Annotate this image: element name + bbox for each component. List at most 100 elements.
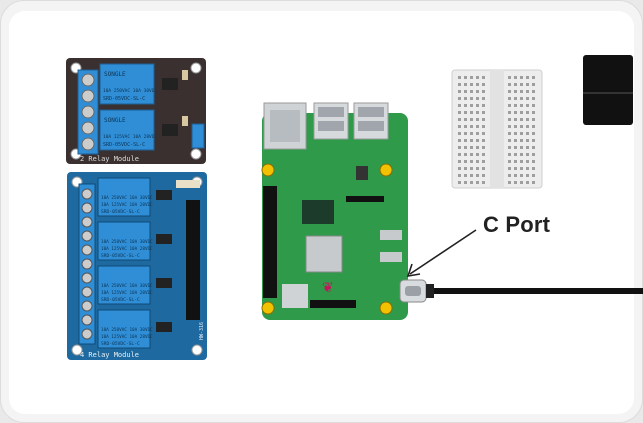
relay-model: SRD-05VDC-SL-C [101,297,140,303]
breadboard-hole [520,104,523,107]
breadboard-hole [470,146,473,149]
breadboard-hole [514,181,517,184]
mini-breadboard [451,69,543,189]
breadboard-hole [470,76,473,79]
breadboard-hole [532,104,535,107]
breadboard-hole [526,167,529,170]
relay-2ch-2: SONGLE 10A 125VAC 10A 28VDC SRD-05VDC-SL… [99,109,157,151]
breadboard-hole [482,139,485,142]
relay-rating: 10A 125VAC 10A 28VDC [101,290,153,296]
breadboard-hole [508,90,511,93]
breadboard-hole [476,146,479,149]
breadboard-hole [464,139,467,142]
breadboard-hole [526,139,529,142]
breadboard-hole [514,146,517,149]
breadboard-hole [482,181,485,184]
relay-4ch-3: 10A 250VAC 10A 30VDC 10A 125VAC 10A 28VD… [97,265,153,305]
breadboard-hole [464,76,467,79]
relay-2ch-1: SONGLE 10A 250VAC 10A 30VDC SRD-05VDC-SL… [99,63,157,105]
breadboard-hole [520,174,523,177]
breadboard-hole [520,76,523,79]
breadboard-hole [520,160,523,163]
breadboard-hole [464,97,467,100]
breadboard-hole [458,76,461,79]
relay-4ch-side-code: HW-316 [199,322,205,340]
breadboard-hole [464,181,467,184]
breadboard-hole [508,104,511,107]
breadboard-hole [532,76,535,79]
breadboard-hole [470,118,473,121]
relay-rating: 10A 250VAC 10A 30VDC [101,283,153,289]
breadboard-hole [532,167,535,170]
breadboard-hole [532,146,535,149]
breadboard-hole [514,139,517,142]
breadboard-hole [482,118,485,121]
usb-c-port [399,279,427,303]
relay-model: SRD-05VDC-SL-C [101,253,140,259]
black-component-partial [583,55,633,125]
breadboard-hole [464,83,467,86]
breadboard-hole [476,174,479,177]
relay-rating: 10A 125VAC 10A 28VDC [101,246,153,252]
breadboard-hole [464,104,467,107]
breadboard-hole [526,83,529,86]
breadboard-hole [458,181,461,184]
breadboard-hole [532,125,535,128]
breadboard-hole [508,174,511,177]
relay-4ch-4: 10A 250VAC 10A 30VDC 10A 125VAC 10A 28VD… [97,309,153,349]
breadboard-hole [514,132,517,135]
breadboard-hole [514,111,517,114]
terminal-block-4ch [78,183,96,345]
gpio-header [263,186,277,298]
breadboard-hole [526,104,529,107]
breadboard-hole [476,153,479,156]
breadboard-hole [520,111,523,114]
breadboard-hole [476,118,479,121]
breadboard-hole [464,125,467,128]
breadboard-hole [470,181,473,184]
relay-module-2ch: SONGLE 10A 250VAC 10A 30VDC SRD-05VDC-SL… [66,58,206,164]
usb-c-cable [426,284,643,298]
breadboard-hole [482,174,485,177]
relay-4ch-2: 10A 250VAC 10A 30VDC 10A 125VAC 10A 28VD… [97,221,153,261]
breadboard-hole [470,167,473,170]
raspberry-logo-icon: ❦ [322,279,334,295]
breadboard-hole [482,132,485,135]
breadboard-hole [508,146,511,149]
breadboard-hole [532,160,535,163]
relay-model: SRD-05VDC-SL-C [101,341,140,347]
breadboard-hole [514,160,517,163]
breadboard-hole [520,181,523,184]
usb-ports [313,102,389,140]
breadboard-hole [520,90,523,93]
breadboard-hole [532,90,535,93]
breadboard-hole [464,111,467,114]
breadboard-hole [458,160,461,163]
breadboard-hole [526,76,529,79]
breadboard-hole [514,83,517,86]
breadboard-hole [476,104,479,107]
breadboard-hole [514,125,517,128]
breadboard-hole [476,125,479,128]
breadboard-hole [526,97,529,100]
breadboard-hole [470,174,473,177]
breadboard-hole [470,97,473,100]
breadboard-hole [520,146,523,149]
breadboard-hole [458,146,461,149]
breadboard-hole [508,125,511,128]
c-port-label: C Port [483,212,551,237]
breadboard-hole [476,132,479,135]
breadboard-hole [526,153,529,156]
breadboard-hole [470,132,473,135]
breadboard-hole [482,111,485,114]
breadboard-hole [508,76,511,79]
breadboard-hole [482,76,485,79]
breadboard-hole [532,174,535,177]
relay-rating: 10A 250VAC 10A 30VDC [101,195,153,201]
breadboard-hole [526,160,529,163]
breadboard-hole [476,139,479,142]
relay-rating: 10A 125VAC 10A 28VDC [101,202,153,208]
breadboard-hole [532,83,535,86]
breadboard-hole [470,139,473,142]
breadboard-hole [470,153,473,156]
